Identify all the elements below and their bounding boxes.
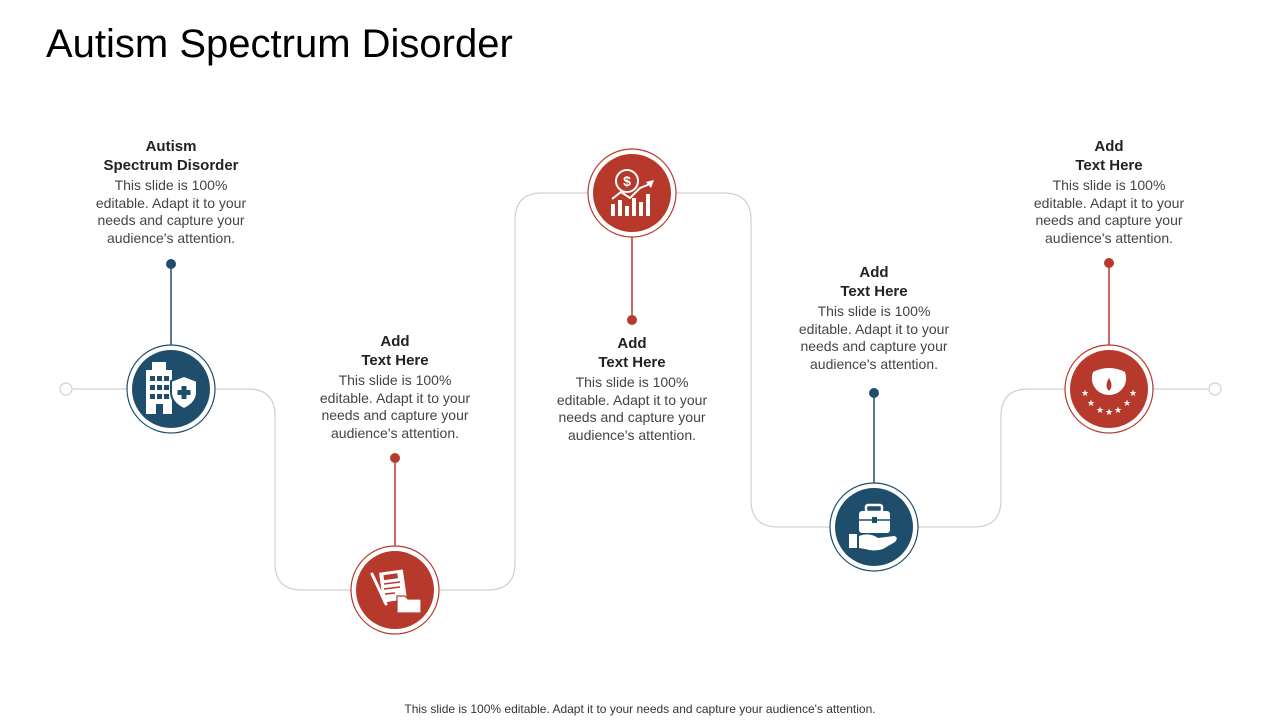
step-2-body: This slide is 100% editable. Adapt it to… <box>319 372 471 441</box>
step-4-heading-line1: Add <box>859 264 889 281</box>
svg-text:$: $ <box>623 173 631 189</box>
step-2-node <box>350 453 440 635</box>
step-3-text: Add Text Here This slide is 100% editabl… <box>542 334 722 444</box>
step-5-text: Add Text Here This slide is 100% editabl… <box>1019 137 1199 247</box>
path-end-node <box>1208 382 1222 396</box>
drop-stars-icon: ★ ★ ★ ★ ★ ★ ★ <box>1081 368 1137 418</box>
step-4-text: Add Text Here This slide is 100% editabl… <box>784 263 964 373</box>
briefcase-hand-icon <box>849 503 897 551</box>
svg-text:★: ★ <box>1081 389 1089 399</box>
path-start-node <box>59 382 73 396</box>
svg-text:★: ★ <box>1123 399 1131 409</box>
step-5-body: This slide is 100% editable. Adapt it to… <box>1033 177 1185 246</box>
step-3-heading-line2: Text Here <box>598 354 666 371</box>
svg-text:★: ★ <box>1096 406 1104 416</box>
step-4-heading-line2: Text Here <box>840 283 908 300</box>
step-2-heading-line1: Add <box>380 333 410 350</box>
svg-text:★: ★ <box>1114 406 1122 416</box>
svg-text:★: ★ <box>1087 399 1095 409</box>
step-3-heading-line1: Add <box>617 335 647 352</box>
step-4-node <box>829 388 919 572</box>
step-4-body: This slide is 100% editable. Adapt it to… <box>798 303 950 372</box>
step-1-heading-line1: Autism <box>145 138 197 155</box>
step-5-heading-line2: Text Here <box>1075 157 1143 174</box>
hospital-shield-icon <box>146 362 198 414</box>
step-1-text: Autism Spectrum Disorder This slide is 1… <box>81 137 261 247</box>
step-1-heading-line2: Spectrum Disorder <box>103 157 239 174</box>
step-1-body: This slide is 100% editable. Adapt it to… <box>95 177 247 246</box>
svg-text:★: ★ <box>1105 408 1113 418</box>
dollar-growth-chart-icon: $ <box>611 169 654 216</box>
step-2-text: Add Text Here This slide is 100% editabl… <box>305 332 485 442</box>
step-1-node <box>126 259 216 434</box>
page-title: Autism Spectrum Disorder <box>46 22 513 66</box>
svg-text:★: ★ <box>1129 389 1137 399</box>
step-2-heading-line2: Text Here <box>361 352 429 369</box>
footer-note: This slide is 100% editable. Adapt it to… <box>404 702 876 716</box>
documents-folder-icon <box>370 569 422 614</box>
step-3-body: This slide is 100% editable. Adapt it to… <box>556 374 708 443</box>
step-3-node: $ <box>587 148 677 325</box>
step-5-node: ★ ★ ★ ★ ★ ★ ★ <box>1064 258 1154 434</box>
step-5-heading-line1: Add <box>1094 138 1124 155</box>
